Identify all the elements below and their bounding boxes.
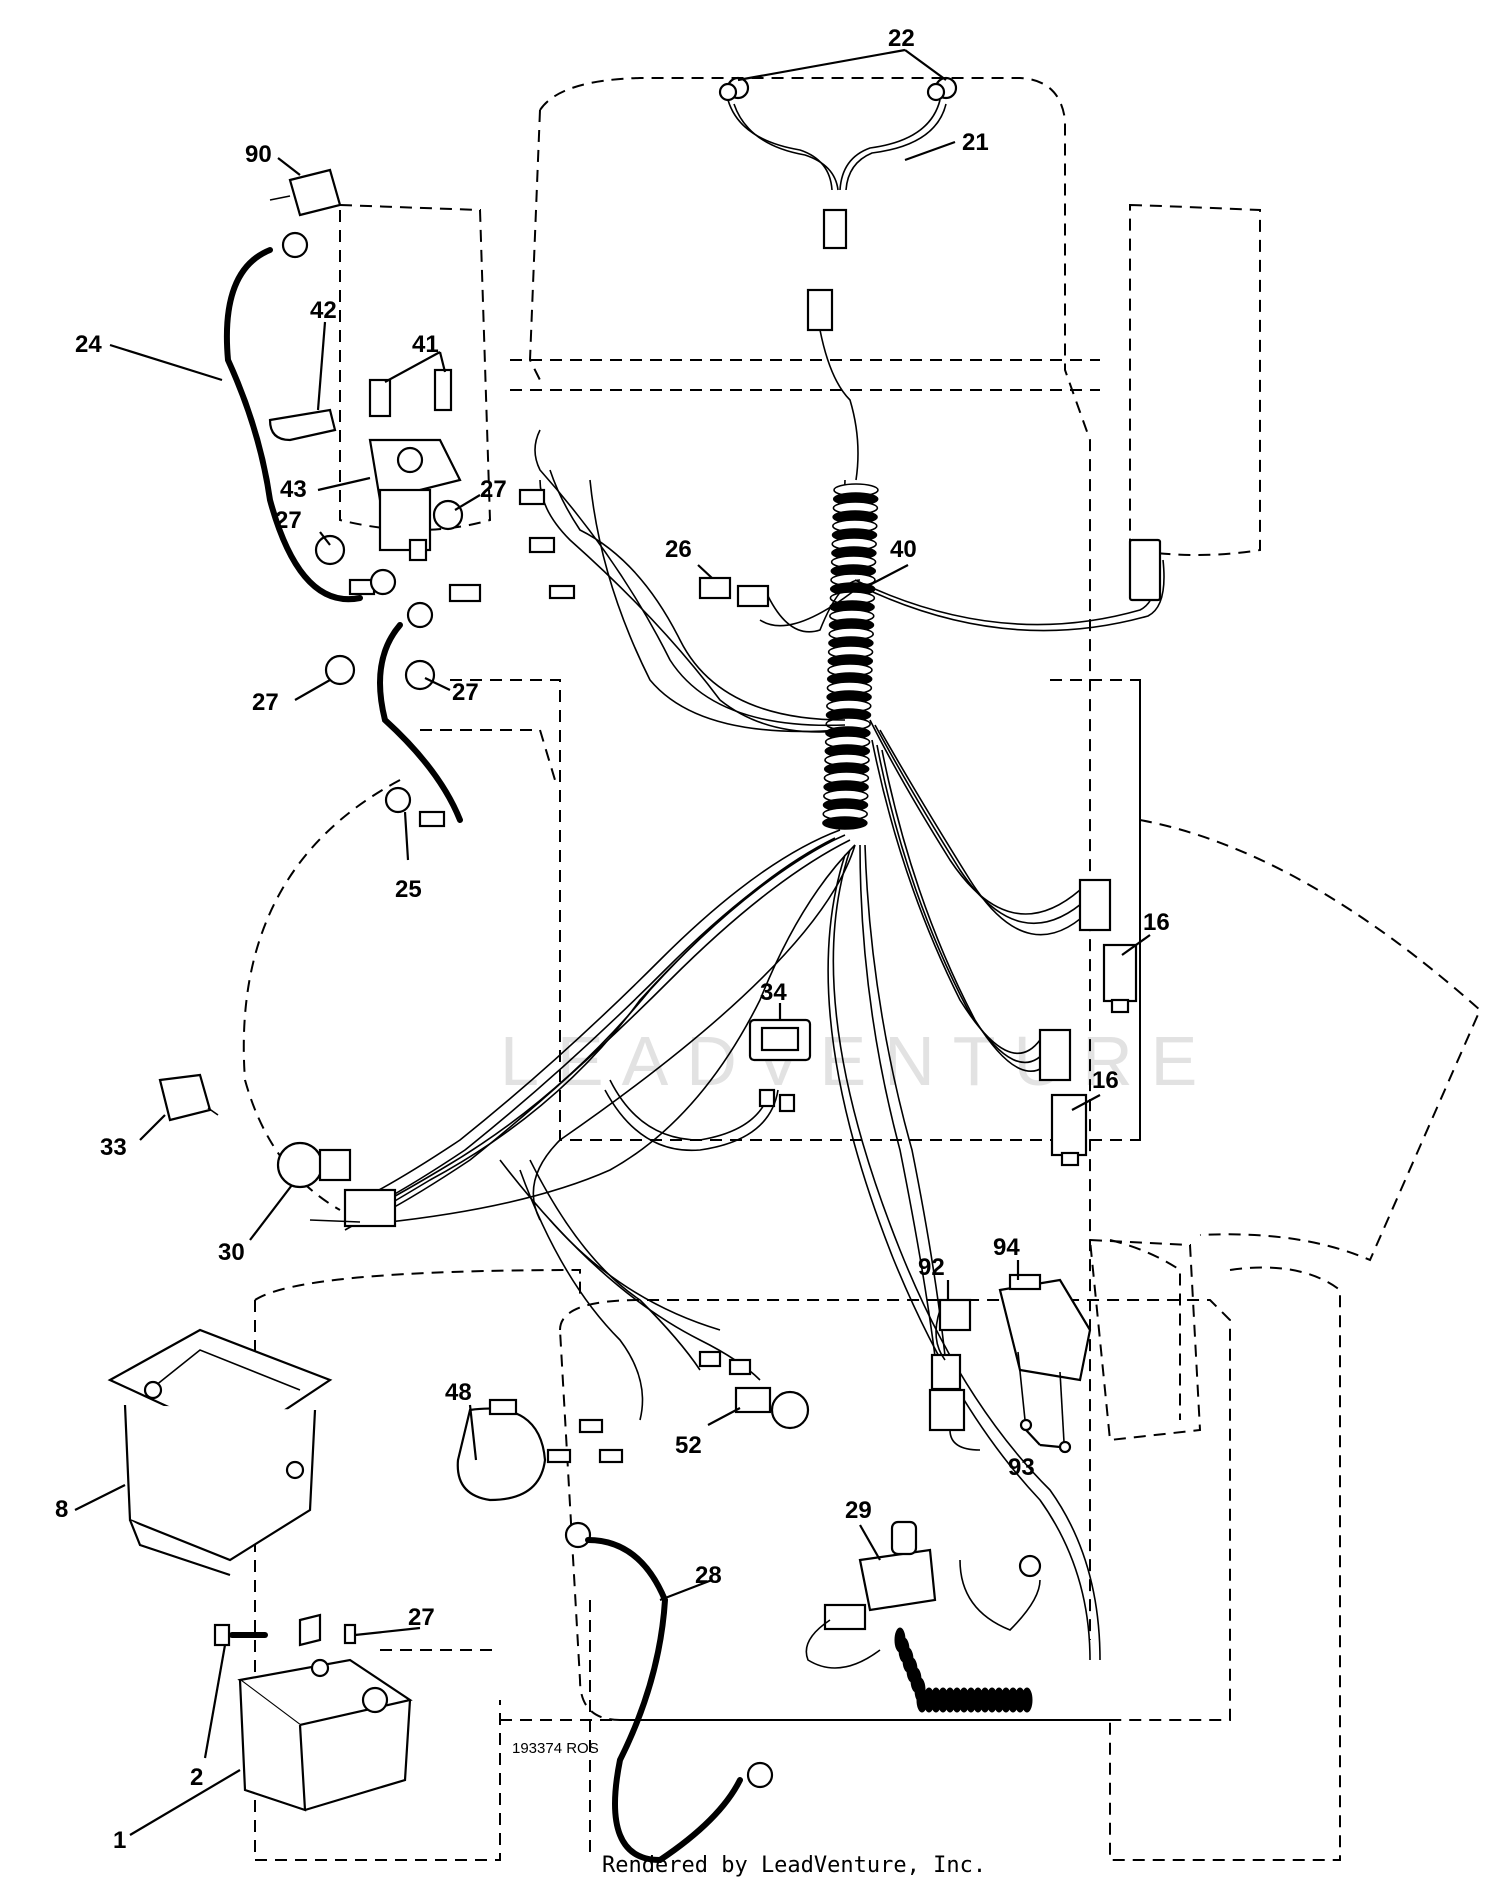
callout-52: 52 [675,1432,702,1459]
headlight-assembly [718,76,958,481]
callout-27-c: 27 [252,689,279,716]
callout-34: 34 [760,979,787,1006]
switch-29 [805,1520,1042,1713]
connector-16-top [1078,878,1138,1014]
battery-cables [223,231,482,828]
leader-lines [74,48,1151,1836]
callout-40: 40 [890,536,917,563]
callout-21: 21 [962,129,989,156]
callout-16-a: 16 [1143,909,1170,936]
callout-93: 93 [1008,1454,1035,1481]
callout-8: 8 [55,1496,68,1523]
callout-42: 42 [310,297,337,324]
callout-27-e: 27 [408,1604,435,1631]
callout-92: 92 [918,1254,945,1281]
callout-labels: 22 21 90 24 42 41 43 27 27 27 27 26 40 2… [55,25,1170,1854]
boot-42 [268,408,337,442]
callout-25: 25 [395,876,422,903]
credit-text: Rendered by LeadVenture, Inc. [602,1853,986,1878]
coil-turn [1021,1687,1033,1713]
callout-29: 29 [845,1497,872,1524]
bulb-52 [698,1350,810,1430]
tractor-outline [242,77,1482,1861]
callout-1: 1 [113,1827,126,1854]
screws-93 [1017,1351,1072,1454]
battery-tray [107,1328,333,1577]
right-side-connector [1128,538,1162,602]
callout-24: 24 [75,331,102,358]
callout-33: 33 [100,1134,127,1161]
callout-48: 48 [445,1379,472,1406]
callout-2: 2 [190,1764,203,1791]
ground-cable [564,1521,774,1864]
battery [213,1613,413,1812]
callout-90: 90 [245,141,272,168]
callout-28: 28 [695,1562,722,1589]
callout-94: 94 [993,1234,1020,1261]
callout-43: 43 [280,476,307,503]
ignition-key [158,1073,219,1122]
callout-27-a: 27 [480,476,507,503]
callout-22: 22 [888,25,915,52]
seat-switch-94 [928,1273,1092,1451]
callout-26: 26 [665,536,692,563]
ignition-switch [276,1141,397,1228]
callout-27-b: 27 [275,507,302,534]
callout-27-d: 27 [452,679,479,706]
callout-41: 41 [412,331,439,358]
connector-26 [698,576,861,633]
top-left-connectors [518,488,576,600]
bulb-48 [456,1398,624,1502]
switch-34 [748,1018,812,1113]
loom-ring [822,816,868,830]
callout-30: 30 [218,1239,245,1266]
starter-solenoid [314,368,464,691]
drawing-number: 193374 ROS [512,1740,599,1757]
part-90 [269,168,342,217]
callout-16-b: 16 [1092,1067,1119,1094]
